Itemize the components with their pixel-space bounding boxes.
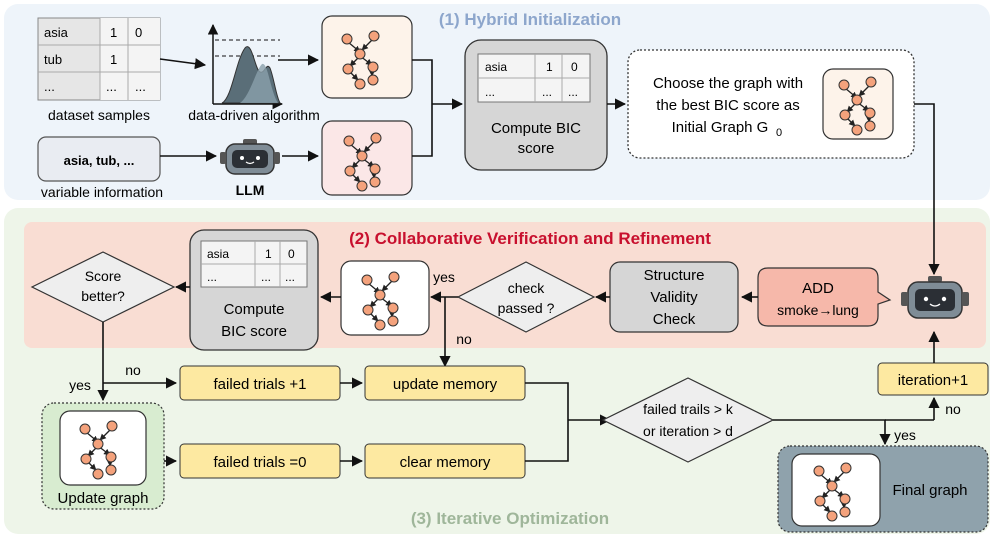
llm-label: LLM: [236, 182, 265, 198]
algorithm-label: data-driven algorithm: [188, 107, 320, 123]
termination-text: failed trails > k: [643, 401, 734, 417]
bic-cell: ...: [207, 270, 217, 284]
bic-cell: 0: [288, 247, 295, 261]
choose-text: Initial Graph G: [672, 119, 769, 136]
bic-cell: 1: [265, 247, 272, 261]
bic-cell: ...: [568, 85, 578, 99]
dataset-cell: 1: [110, 25, 117, 40]
dataset-samples-label: dataset samples: [48, 107, 150, 123]
failed-trials-plus-text: failed trials +1: [214, 376, 307, 393]
arrow: [159, 58, 207, 70]
llm-robot-icon: [901, 276, 969, 319]
bic-cell: ...: [285, 270, 295, 284]
connector: [525, 382, 569, 462]
compute-bic-text: Compute BIC: [491, 120, 581, 137]
dataset-cell: ...: [106, 79, 117, 94]
data-graph-box: [321, 15, 413, 99]
variables-text: asia, tub, ...: [64, 153, 135, 168]
yes-label: yes: [894, 427, 916, 443]
dataset-cell: ...: [135, 79, 146, 94]
yes-label: yes: [69, 377, 91, 393]
choose-text: Choose the graph with: [653, 75, 803, 92]
score-text: Score: [85, 268, 122, 284]
update-graph-label: Update graph: [58, 490, 149, 507]
add-text: ADD: [802, 280, 834, 297]
clear-memory-text: clear memory: [400, 454, 491, 471]
yes-label: yes: [433, 269, 455, 285]
termination-diamond: [601, 377, 775, 463]
bic-cell: 0: [571, 60, 578, 74]
section-3-title: (3) Iterative Optimization: [411, 509, 609, 528]
check-passed-diamond: [456, 261, 596, 333]
section-2-title: (2) Collaborative Verification and Refin…: [349, 229, 711, 248]
check-text: check: [508, 280, 546, 296]
choose-text: the best BIC score as: [656, 97, 799, 114]
dataset-cell: 0: [135, 25, 142, 40]
variables-box: [37, 136, 161, 182]
bic-cell: ...: [485, 85, 495, 99]
bic-cell: asia: [485, 60, 507, 74]
bic-cell: ...: [542, 85, 552, 99]
dataset-table: asia 1 0 tub 1 ... ... ...: [37, 17, 161, 101]
structure-text: Validity: [650, 289, 698, 306]
bic-cell: 1: [546, 60, 553, 74]
iteration-box: [877, 362, 989, 396]
add-text: smoke→lung: [777, 302, 859, 318]
no-label: no: [125, 362, 141, 378]
bic-table-verify: asia 1 0 ... ... ...: [200, 240, 308, 288]
dataset-cell: 1: [110, 52, 117, 67]
compute-bic-text: BIC score: [221, 323, 287, 340]
termination-text: or iteration > d: [643, 423, 733, 439]
variables-label: variable information: [41, 184, 163, 200]
structure-text: Structure: [644, 267, 705, 284]
failed-trials-zero-text: failed trials =0: [214, 454, 307, 471]
compute-bic-text: score: [518, 140, 555, 157]
dataset-cell: ...: [44, 79, 55, 94]
dataset-cell: asia: [44, 25, 69, 40]
no-label: no: [456, 331, 472, 347]
dataset-cell: tub: [44, 52, 62, 67]
section-1-title: (1) Hybrid Initialization: [439, 10, 621, 29]
arrow-to-robot: [914, 103, 940, 276]
bic-cell: ...: [261, 270, 271, 284]
choose-subscript: 0: [776, 127, 782, 139]
check-text: passed ?: [498, 300, 555, 316]
no-label: no: [945, 401, 961, 417]
algorithm-plot-icon: [207, 23, 284, 110]
structure-text: Check: [653, 311, 696, 328]
iteration-text: iteration+1: [898, 372, 968, 389]
update-memory-text: update memory: [393, 376, 498, 393]
connector: [412, 59, 433, 157]
add-edge-bubble: [757, 267, 892, 327]
bic-cell: asia: [207, 247, 229, 261]
score-text: better?: [81, 288, 125, 304]
compute-bic-text: Compute: [224, 301, 285, 318]
bic-table-init: asia 1 0 ... ... ...: [477, 53, 591, 103]
final-graph-label: Final graph: [892, 482, 967, 499]
llm-robot-icon: [220, 139, 280, 175]
